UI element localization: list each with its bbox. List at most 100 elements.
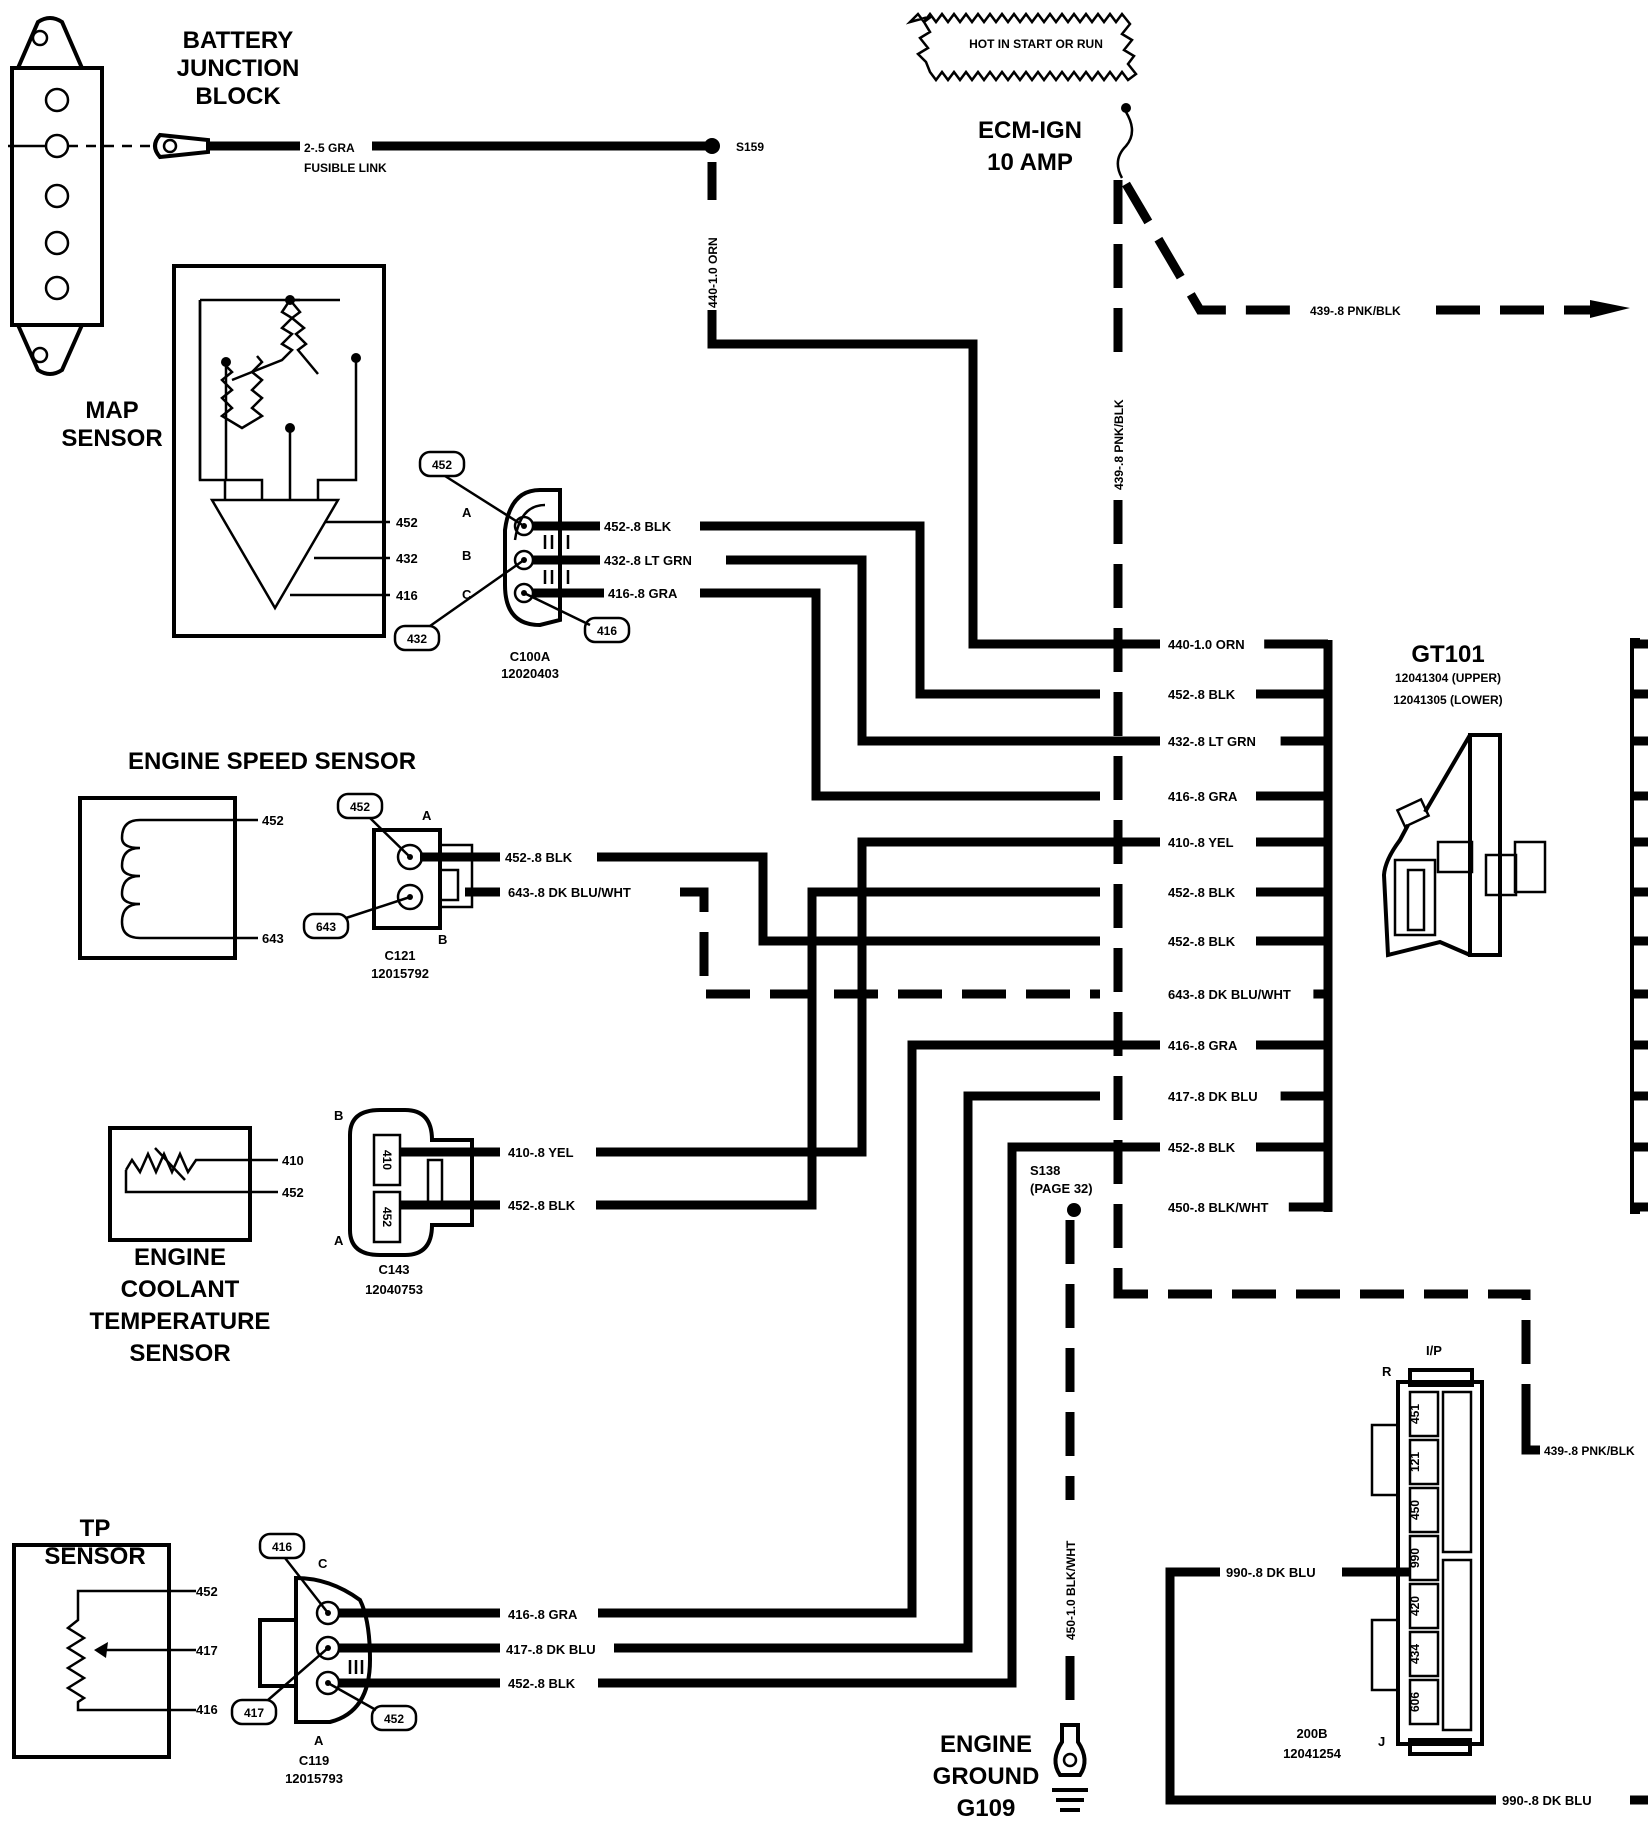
c143-wire-410-label: 410-.8 YEL	[508, 1145, 574, 1160]
wire-450-blk-wht-vertical-label: 450-1.0 BLK/WHT	[1064, 1540, 1078, 1640]
hot-in-start-or-run-badge	[905, 11, 1138, 83]
c119-name: C119	[299, 1753, 329, 1768]
map-sensor-pin-452: 452	[396, 515, 418, 530]
ip-cavity-label: 450	[1408, 1500, 1422, 1520]
ip-cavity	[1408, 1630, 1440, 1678]
gt101-part-upper: 12041304 (UPPER)	[1395, 671, 1501, 685]
ip-connector-name: 200B	[1296, 1726, 1327, 1741]
battery-junction-label-3: BLOCK	[195, 83, 281, 110]
engine-ground-label-2: GROUND	[933, 1763, 1040, 1790]
c121-callout-643-box	[302, 912, 350, 940]
terminal-3	[44, 183, 70, 209]
splice-s138-dot	[1067, 1203, 1081, 1217]
gt101-row-label: 410-.8 YEL	[1168, 835, 1234, 850]
splice-s159-label: S159	[736, 140, 764, 154]
right-edge-connector	[1630, 638, 1640, 1214]
terminal-1	[44, 87, 70, 113]
c119-callout-452-box	[370, 1704, 418, 1732]
gt101-row-label: 452-.8 BLK	[1168, 885, 1236, 900]
gt101-row-label: 450-.8 BLK/WHT	[1168, 1200, 1268, 1215]
map-sensor-pin-432: 432	[396, 551, 418, 566]
map-sensor-pin-416: 416	[396, 588, 418, 603]
hot-in-start-or-run-label: HOT IN START OR RUN	[969, 37, 1103, 51]
c143-part: 12040753	[365, 1282, 423, 1297]
ip-end-r: R	[1382, 1364, 1392, 1379]
engine-ground-label-1: ENGINE	[940, 1731, 1032, 1758]
coolant-sensor-pin-410: 410	[282, 1153, 304, 1168]
coolant-label-4: SENSOR	[129, 1340, 230, 1367]
c143-cavity-b: B	[334, 1108, 343, 1123]
right-edge-ticks	[1632, 639, 1648, 1212]
ip-cavity	[1408, 1534, 1440, 1582]
map-sensor-symbol	[172, 264, 390, 638]
c143-cavity-a: A	[334, 1233, 344, 1248]
engine-ground-label-3: G109	[957, 1795, 1016, 1822]
ip-wire-bottom-label: 990-.8 DK BLU	[1502, 1793, 1592, 1808]
c121-wire-643-label: 643-.8 DK BLU/WHT	[508, 885, 631, 900]
terminal-4	[44, 230, 70, 256]
c119-wire-452-label: 452-.8 BLK	[508, 1676, 576, 1691]
c119-wire-417-label: 417-.8 DK BLU	[506, 1642, 596, 1657]
gt101-name: GT101	[1411, 641, 1484, 668]
fusible-link-note: FUSIBLE LINK	[304, 161, 387, 175]
c100a-name: C100A	[510, 649, 551, 664]
ip-cavity	[1408, 1678, 1440, 1726]
gt101-row-label: 432-.8 LT GRN	[1168, 734, 1256, 749]
c119-callout-416-box	[258, 1532, 306, 1560]
ip-connector-part: 12041254	[1283, 1746, 1342, 1761]
tp-sensor-pin-416: 416	[196, 1702, 218, 1717]
ip-connector-body	[1370, 1368, 1484, 1756]
c100a-wire-432-label: 432-.8 LT GRN	[604, 553, 692, 568]
c121-callout-452: 452	[350, 800, 370, 814]
c100a-callout-416: 416	[597, 624, 617, 638]
c100a-cavity-c: C	[462, 587, 472, 602]
c143-pin-box-410: 410	[380, 1150, 394, 1170]
c121-cavity-b: B	[438, 932, 447, 947]
gt101-connector-icon	[1381, 733, 1547, 958]
c119-callout-452: 452	[384, 1712, 404, 1726]
fusible-link-wire-label: 2-.5 GRA	[304, 141, 355, 155]
ip-cavity	[1408, 1390, 1440, 1438]
gt101-row-label: 416-.8 GRA	[1168, 789, 1238, 804]
ip-cavity-label: 606	[1408, 1692, 1422, 1712]
gt101-row-label: 643-.8 DK BLU/WHT	[1168, 987, 1291, 1002]
c119-callout-416: 416	[272, 1540, 292, 1554]
ip-cavity-label: 434	[1408, 1644, 1422, 1664]
c100a-callout-416-box	[583, 616, 631, 644]
fuse-name: ECM-IGN	[978, 117, 1082, 144]
ip-cavity	[1408, 1486, 1440, 1534]
terminal-2	[44, 133, 70, 159]
c119-cavity-a: A	[314, 1733, 324, 1748]
fuse-icon	[1116, 103, 1134, 179]
coolant-label-3: TEMPERATURE	[90, 1308, 271, 1335]
arrow-right-icon	[1590, 300, 1630, 318]
map-sensor-label-1: MAP	[85, 397, 138, 424]
ip-cavity-label: 121	[1408, 1452, 1422, 1472]
battery-junction-label-1: BATTERY	[183, 27, 294, 54]
tp-sensor-label-1: TP	[80, 1515, 111, 1542]
c100a-callout-432-box	[393, 624, 441, 652]
c119-cavity-c: C	[318, 1556, 328, 1571]
fuse-rating: 10 AMP	[987, 149, 1073, 176]
c100a-part: 12020403	[501, 666, 559, 681]
c121-wire-452-label: 452-.8 BLK	[505, 850, 573, 865]
coolant-label-1: ENGINE	[134, 1244, 226, 1271]
ip-end-j: J	[1378, 1734, 1385, 1749]
c119-wire-416-label: 416-.8 GRA	[508, 1607, 578, 1622]
c121-cavity-a: A	[422, 808, 432, 823]
c119-callout-417: 417	[244, 1706, 264, 1720]
c100a-cavity-a: A	[462, 505, 472, 520]
gt101-row-label: 452-.8 BLK	[1168, 1140, 1236, 1155]
splice-s138-ref: (PAGE 32)	[1030, 1181, 1093, 1196]
c100a-wire-416-label: 416-.8 GRA	[608, 586, 678, 601]
tp-sensor-pin-452: 452	[196, 1584, 218, 1599]
coolant-label-2: COOLANT	[121, 1276, 240, 1303]
wiper-arrow-icon	[94, 1642, 108, 1658]
c143-wire-452-label: 452-.8 BLK	[508, 1198, 576, 1213]
ip-cavity-label: 451	[1408, 1404, 1422, 1424]
battery-junction-label-2: JUNCTION	[177, 55, 300, 82]
ip-label: I/P	[1426, 1343, 1442, 1358]
ip-cavity	[1408, 1582, 1440, 1630]
gt101-row-label: 417-.8 DK BLU	[1168, 1089, 1258, 1104]
